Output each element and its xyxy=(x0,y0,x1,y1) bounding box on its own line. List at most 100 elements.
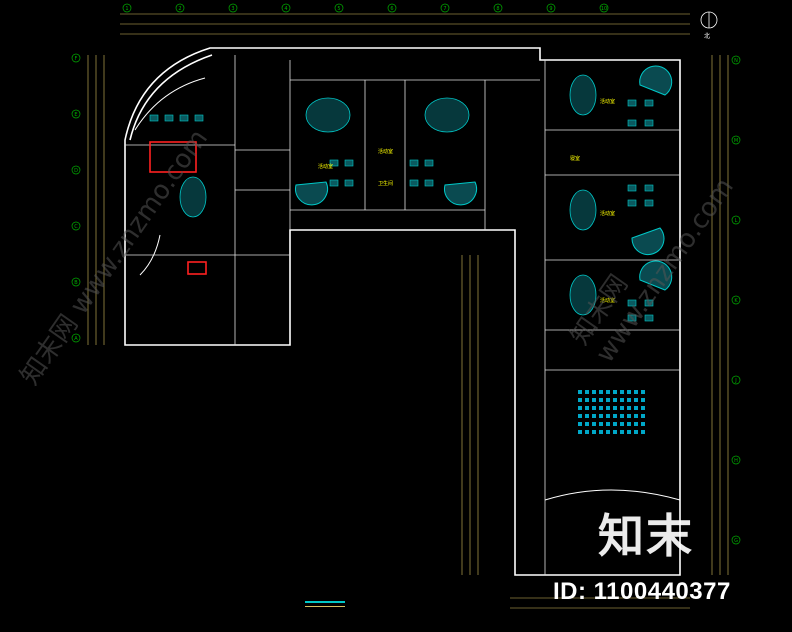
seat xyxy=(634,406,638,410)
desk xyxy=(627,99,637,107)
axis-label: 10 xyxy=(601,6,607,12)
seat xyxy=(634,398,638,402)
seat xyxy=(634,414,638,418)
top-dimension-lines xyxy=(120,13,690,35)
auditorium-seats xyxy=(578,390,645,434)
axis-marker: 1 xyxy=(122,3,132,13)
seat xyxy=(606,422,610,426)
desk xyxy=(644,299,654,307)
desk xyxy=(627,299,637,307)
seat xyxy=(641,430,645,434)
axis-label: A xyxy=(74,336,78,342)
axis-marker: B xyxy=(71,277,81,287)
seat xyxy=(634,390,638,394)
axis-label: 7 xyxy=(443,6,446,12)
axis-label: K xyxy=(734,298,738,304)
seat xyxy=(620,398,624,402)
axis-label: D xyxy=(74,168,78,174)
axis-marker: H xyxy=(731,455,741,465)
seat xyxy=(606,406,610,410)
desk xyxy=(329,159,339,167)
seat xyxy=(620,414,624,418)
classroom-rugs xyxy=(179,74,597,316)
desk xyxy=(644,184,654,192)
seat xyxy=(641,390,645,394)
seat xyxy=(606,390,610,394)
seat xyxy=(599,422,603,426)
bottom-dimension-lines xyxy=(510,597,690,609)
seat xyxy=(627,406,631,410)
desk xyxy=(644,199,654,207)
seat xyxy=(578,414,582,418)
axis-marker: 2 xyxy=(175,3,185,13)
axis-label: L xyxy=(735,218,738,224)
axis-label: H xyxy=(734,458,738,464)
seat xyxy=(627,414,631,418)
seat xyxy=(578,390,582,394)
room-label: 活动室 xyxy=(318,163,333,170)
desk xyxy=(627,314,637,322)
axis-label: G xyxy=(734,538,738,544)
drawing-title-bar xyxy=(305,601,345,607)
seat xyxy=(578,398,582,402)
axis-label: 5 xyxy=(337,6,340,12)
axis-label: B xyxy=(74,280,78,286)
seat xyxy=(627,390,631,394)
seat xyxy=(641,414,645,418)
seat xyxy=(641,422,645,426)
axis-label: 6 xyxy=(390,6,393,12)
north-arrow-label: 北 xyxy=(704,32,710,40)
axis-marker: D xyxy=(71,165,81,175)
desk xyxy=(344,179,354,187)
seat xyxy=(613,414,617,418)
axis-label: C xyxy=(74,224,78,230)
desk xyxy=(644,314,654,322)
room-label: 活动室 xyxy=(600,98,615,105)
axis-marker: L xyxy=(731,215,741,225)
axis-marker: A xyxy=(71,333,81,343)
seat xyxy=(578,422,582,426)
axis-marker: J xyxy=(731,375,741,385)
axis-label: N xyxy=(734,58,738,64)
reading-corners xyxy=(295,65,673,291)
room-label: 寝室 xyxy=(570,155,580,162)
seat xyxy=(585,390,589,394)
axis-marker: 4 xyxy=(281,3,291,13)
axis-label: 8 xyxy=(496,6,499,12)
room-label: 活动室 xyxy=(600,297,615,304)
desk-groups xyxy=(149,99,654,322)
axis-marker: N xyxy=(731,55,741,65)
seat xyxy=(627,398,631,402)
seat xyxy=(599,398,603,402)
seat xyxy=(627,430,631,434)
inner-walls xyxy=(125,55,680,575)
desk xyxy=(179,114,189,122)
axis-marker: 3 xyxy=(228,3,238,13)
room-label-group: 活动室 活动室 活动室 寝室 活动室 活动室 卫生间 xyxy=(318,98,615,304)
desk xyxy=(627,119,637,127)
seat xyxy=(585,422,589,426)
axis-label: 2 xyxy=(178,6,181,12)
seat xyxy=(578,406,582,410)
axis-label: 9 xyxy=(549,6,552,12)
desk xyxy=(644,99,654,107)
inner-dimension-lines xyxy=(461,255,479,575)
seat xyxy=(585,398,589,402)
seat xyxy=(613,430,617,434)
axis-marker: 10 xyxy=(599,3,609,13)
axis-marker: F xyxy=(71,53,81,63)
seat xyxy=(606,414,610,418)
seat xyxy=(620,430,624,434)
axis-marker: 8 xyxy=(493,3,503,13)
seat xyxy=(592,398,596,402)
seat xyxy=(620,406,624,410)
desk xyxy=(424,179,434,187)
axis-marker: K xyxy=(731,295,741,305)
seat xyxy=(585,406,589,410)
desk xyxy=(329,179,339,187)
seat xyxy=(592,406,596,410)
axis-marker: 7 xyxy=(440,3,450,13)
desk xyxy=(627,184,637,192)
